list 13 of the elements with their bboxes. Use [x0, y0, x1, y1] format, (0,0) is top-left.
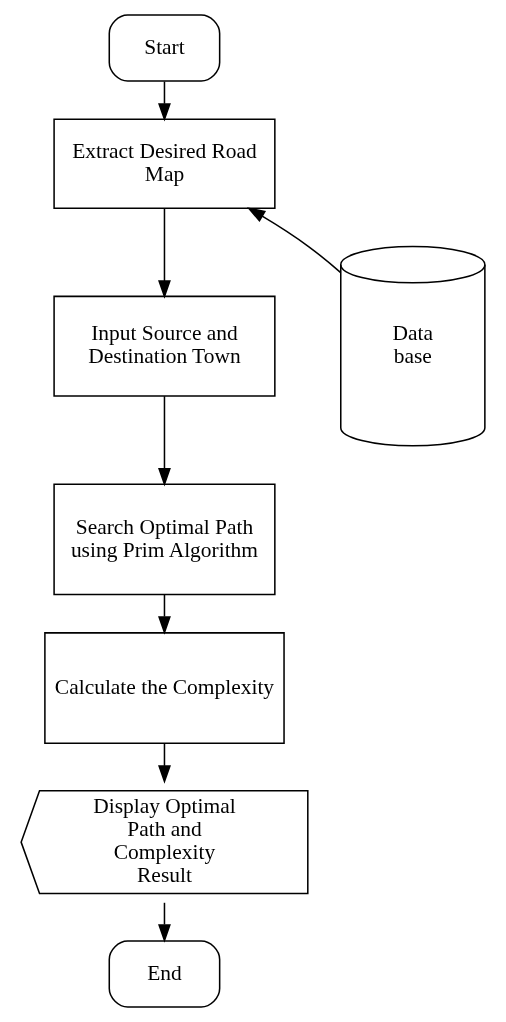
node-box: Start: [108, 14, 221, 82]
arrow: [158, 80, 171, 122]
node-box: Calculate the Complexity: [44, 632, 285, 744]
arrow: [158, 742, 171, 784]
node-box: Input Source and Destination Town: [53, 295, 276, 397]
node-box: End: [108, 940, 221, 1008]
arrow: [158, 593, 171, 635]
arrow: [158, 207, 171, 299]
arrow: [246, 207, 342, 274]
arrow: [158, 395, 171, 487]
node-box: Extract Desired Road Map: [53, 118, 276, 209]
arrow: [158, 902, 171, 943]
node-box: Search Optimal Path using Prim Algorithm: [53, 483, 276, 596]
